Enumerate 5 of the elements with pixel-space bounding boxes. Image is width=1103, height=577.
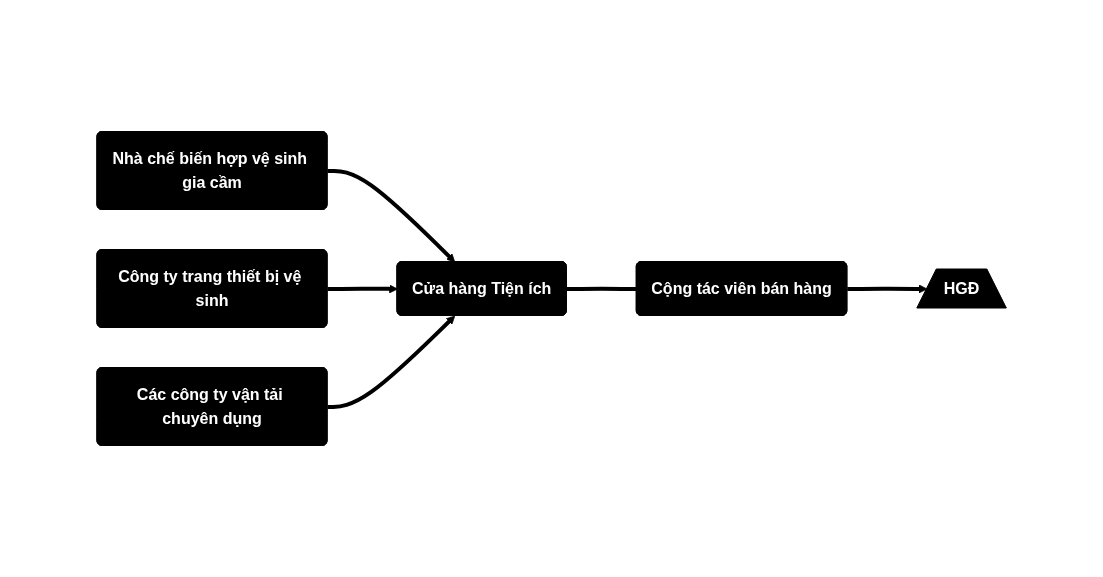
arrow <box>847 284 928 294</box>
arrow <box>327 315 455 409</box>
connector <box>566 286 637 291</box>
arrow <box>327 284 398 294</box>
arrow <box>327 168 455 263</box>
